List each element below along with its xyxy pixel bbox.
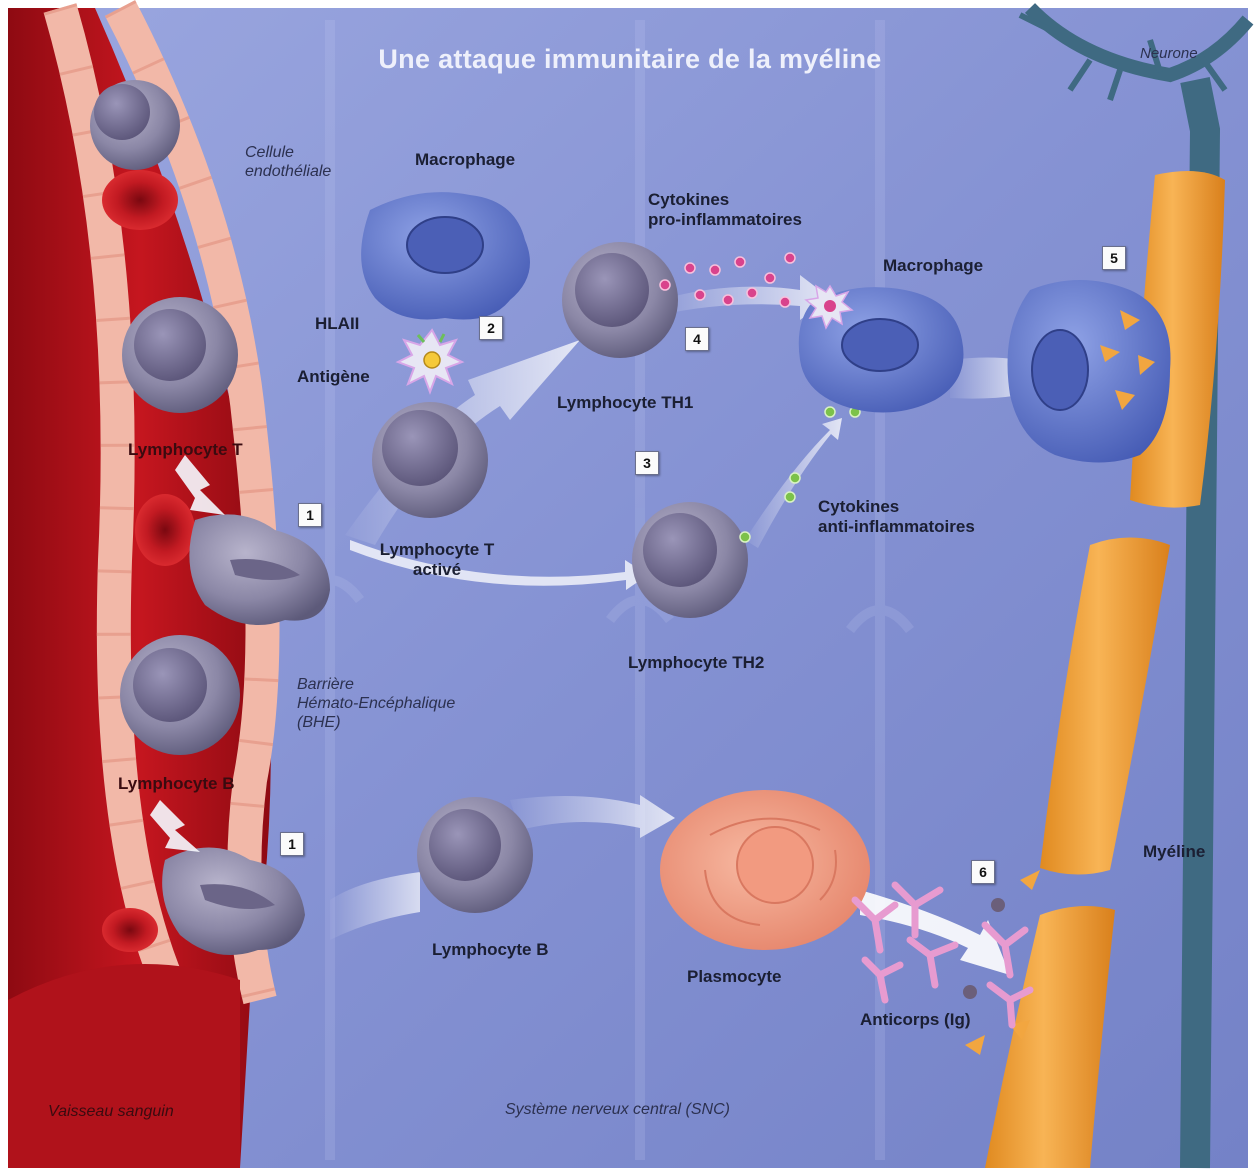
label-cytokines-pro: Cytokines pro-inflammatoires <box>648 190 802 230</box>
vessel-lymphocyte-top <box>90 80 180 170</box>
label-bhe: Barrière Hémato-Encéphalique (BHE) <box>297 675 455 732</box>
label-neurone: Neurone <box>1140 44 1198 63</box>
label-cytokines-anti-line2: anti-inflammatoires <box>818 517 975 537</box>
step-badge-5: 5 <box>1102 246 1126 270</box>
label-lymphocyte-t-active-line1: Lymphocyte T <box>372 540 502 560</box>
lymphocyte-t-active <box>372 402 488 518</box>
step-badge-1-top: 1 <box>298 503 322 527</box>
label-cytokines-pro-line2: pro-inflammatoires <box>648 210 802 230</box>
label-macrophage-right: Macrophage <box>883 256 983 276</box>
label-bhe-line3: (BHE) <box>297 713 455 732</box>
label-cellule-line1: Cellule <box>245 143 331 162</box>
label-myeline: Myéline <box>1143 842 1205 862</box>
label-lymphocyte-t-active-line2: activé <box>372 560 502 580</box>
label-bhe-line2: Hémato-Encéphalique <box>297 694 455 713</box>
label-cellule-endotheliale: Cellule endothéliale <box>245 143 331 181</box>
macrophage-right <box>799 286 964 413</box>
step-badge-6: 6 <box>971 860 995 884</box>
step-badge-2: 2 <box>479 316 503 340</box>
vessel-lymphocyte-b <box>120 635 240 755</box>
vessel-lymphocyte-t <box>122 297 238 413</box>
step-badge-4: 4 <box>685 327 709 351</box>
label-lymphocyte-t-active: Lymphocyte T activé <box>372 540 502 580</box>
lymphocyte-b <box>417 797 533 913</box>
label-hlaii: HLAII <box>315 314 359 334</box>
step-badge-3: 3 <box>635 451 659 475</box>
lymphocyte-th1 <box>562 242 678 358</box>
label-anticorps: Anticorps (Ig) <box>860 1010 971 1030</box>
label-snc: Système nerveux central (SNC) <box>505 1100 730 1119</box>
label-lymphocyte-th1: Lymphocyte TH1 <box>557 393 693 413</box>
label-lymphocyte-t: Lymphocyte T <box>128 440 243 460</box>
macrophage-top <box>361 192 530 319</box>
label-lymphocyte-th2: Lymphocyte TH2 <box>628 653 764 673</box>
label-lymphocyte-b: Lymphocyte B <box>432 940 549 960</box>
label-plasmocyte: Plasmocyte <box>687 967 782 987</box>
macrophage-attacking-myelin <box>1008 280 1171 463</box>
plasmocyte <box>660 790 870 950</box>
label-macrophage-top: Macrophage <box>415 150 515 170</box>
diagram-title: Une attaque immunitaire de la myéline <box>300 44 960 75</box>
label-bhe-line1: Barrière <box>297 675 455 694</box>
label-cytokines-anti-line1: Cytokines <box>818 497 975 517</box>
label-antigene: Antigène <box>297 367 370 387</box>
step-badge-1-bottom: 1 <box>280 832 304 856</box>
label-cellule-line2: endothéliale <box>245 162 331 181</box>
label-cytokines-pro-line1: Cytokines <box>648 190 802 210</box>
lymphocyte-th2 <box>632 502 748 618</box>
label-lymphocyte-b-vessel: Lymphocyte B <box>118 774 235 794</box>
label-vaisseau: Vaisseau sanguin <box>48 1102 174 1121</box>
label-cytokines-anti: Cytokines anti-inflammatoires <box>818 497 975 537</box>
